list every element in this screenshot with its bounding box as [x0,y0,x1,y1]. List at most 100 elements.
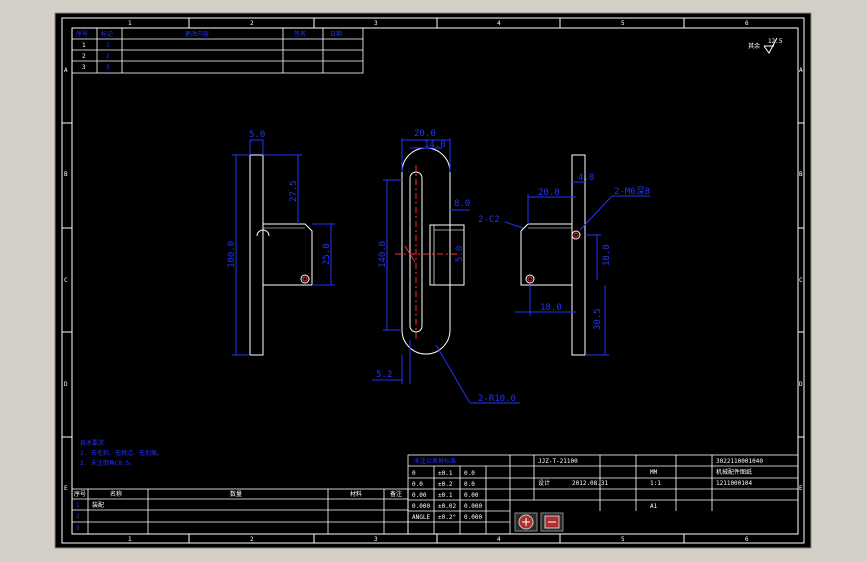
view-2-front-part: 20.0 14.0 8.0 140.0 5.0 5.2 2-R10.0 [372,129,520,404]
dim-label: 4.0 [578,173,594,183]
dim-label: 180.0 [227,241,237,268]
revision-row-no: 2 [82,53,86,60]
col-label-top: 3 [374,20,378,27]
col-label-bottom: 6 [745,536,749,543]
revision-header: 序号 [76,30,88,38]
slot [409,171,423,333]
title-block: 未注公差按标准 JJZ-T-21100 0 ±0.1 0.0 0.0 ±0.2 … [407,454,799,535]
bom-header: 备注 [390,490,402,498]
revision-header: 签名 [294,30,306,38]
revision-row-mark: 2 [106,53,110,60]
part-name: 机械配件图纸 [716,468,752,476]
dim-label: 5.2 [376,370,392,380]
tol-value: 0.00 [464,492,479,499]
tapped-hole [525,274,535,284]
revision-table: 序号 标记 更改内容 签名 日期 1 1 2 2 3 3 [71,27,364,74]
dim-label: 20.0 [414,129,436,139]
dim-label: 140.0 [378,241,388,268]
bom-row-no: 1 [76,502,80,509]
drawing-number: JJZ-T-21100 [538,458,578,465]
revision-row-no: 1 [82,42,86,49]
tol-value: ±0.1 [438,492,453,499]
scale: 1:1 [650,480,661,487]
row-label-left: E [64,485,68,492]
zone-ticks [62,18,804,543]
part-number-bottom: 1211000104 [716,480,753,487]
sheet-outer-border [61,17,805,544]
tol-value: ±0.1 [438,470,453,477]
dim-label: 2-R10.0 [478,394,516,404]
col-label-top: 4 [497,20,501,27]
col-label-top: 1 [128,20,132,27]
dim-label: 2-M6深8 [614,186,650,197]
roughness-value: 12.5 [768,38,783,45]
dim-label: 2-C2 [478,215,500,225]
bom-header: 名称 [110,490,122,498]
row-label-right: A [799,67,803,74]
row-label-left: B [64,171,68,178]
part-outline [520,223,572,286]
dim-label: 5.0 [249,130,265,140]
row-label-left: A [64,67,68,74]
bom-row-no: 3 [76,525,80,532]
tol-range: 0.00 [412,492,427,499]
bom-row-no: 2 [76,513,80,520]
col-label-top: 5 [621,20,625,27]
view-1-side-part: 5.0 180.0 27.5 25.0 [227,130,335,356]
date: 2012.08.31 [572,480,609,487]
col-label-bottom: 5 [621,536,625,543]
bom-header: 数量 [230,490,242,498]
col-label-top: 2 [250,20,254,27]
revision-header: 标记 [101,30,113,38]
revision-row-no: 3 [82,64,86,71]
notes-line: 2. 未注倒角C0.5。 [80,459,135,467]
part-outline [571,154,586,356]
tapped-hole [571,230,581,240]
revision-row-mark: 1 [106,42,110,49]
dim-label: 5.0 [455,246,465,262]
row-label-left: D [64,381,68,388]
dim-label: 8.0 [454,199,470,209]
revision-row-mark: 3 [106,64,110,71]
bom-table: 序号 名称 数量 材料 备注 1 装配 2 3 [71,488,409,535]
dim-label: 18.0 [602,244,612,266]
notes-line: 1. 去毛刺、无锐边、无划痕。 [80,449,163,457]
row-label-right: D [799,381,803,388]
row-label-right: B [799,171,803,178]
tol-range: 0 [412,470,416,477]
row-label-right: C [799,277,803,284]
view-3-end-part: 4.0 20.0 2-M6深8 2-C2 18.0 18.0 30.5 [478,154,650,356]
row-label-left: C [64,277,68,284]
tol-value: ±0.2 [438,481,453,488]
designer: 设计 [538,479,550,487]
surface-roughness-symbol: 其余 12.5 [748,37,783,54]
revision-header: 更改内容 [185,30,209,38]
part-number-top: 3022110001040 [716,458,763,465]
col-label-top: 6 [745,20,749,27]
bom-header: 序号 [74,490,86,498]
col-label-bottom: 2 [250,536,254,543]
side-block [429,224,465,286]
zoom-in-button[interactable] [514,512,538,532]
revision-header: 日期 [330,30,342,38]
col-label-bottom: 1 [128,536,132,543]
part-outline [401,147,451,355]
roughness-label: 其余 [748,42,760,50]
technical-notes: 技术要求 1. 去毛刺、无锐边、无划痕。 2. 未注倒角C0.5。 [80,439,163,467]
dim-label: 25.0 [322,243,332,265]
col-label-bottom: 3 [374,536,378,543]
bom-header: 材料 [350,490,362,498]
tol-value: ±0.2° [438,514,456,521]
dim-label: 18.0 [540,303,562,313]
bom-row-name: 装配 [92,501,104,509]
tolerance-header: 未注公差按标准 [414,457,456,465]
dim-label: 30.5 [593,308,603,330]
notes-title: 技术要求 [80,439,104,447]
zoom-out-button[interactable] [540,512,564,532]
tol-value: ±0.02 [438,503,456,510]
hole [300,274,310,284]
tol-value: 0.0 [464,470,475,477]
tol-value: 0.000 [464,514,482,521]
tol-value: 0.0 [464,481,475,488]
